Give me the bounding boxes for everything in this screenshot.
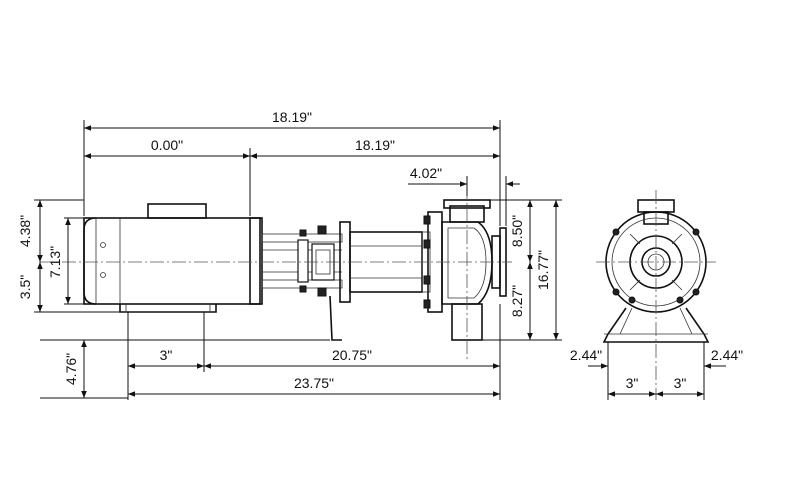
dim-motor-offset: 0.00" <box>151 137 183 153</box>
dim-end-left: 2.44" <box>570 347 602 363</box>
dim-pump-length: 18.19" <box>355 137 395 153</box>
pump-head-side-view <box>339 199 507 341</box>
dim-lower-height: 3.5" <box>17 275 33 299</box>
dim-suction-height: 8.27" <box>509 285 525 317</box>
dim-discharge-height: 8.50" <box>509 215 525 247</box>
coupling-frame-side-view <box>261 225 343 341</box>
dimension-lines <box>34 120 726 400</box>
dim-overall-top: 18.19" <box>272 109 312 125</box>
dim-end-foot-right: 3" <box>674 375 687 391</box>
dim-overall-length: 23.75" <box>294 375 334 391</box>
dim-discharge-offset: 4.02" <box>410 165 442 181</box>
dim-motor-height: 7.13" <box>47 246 63 278</box>
dim-overall-height: 16.77" <box>535 250 551 290</box>
dim-base-drop: 4.76" <box>63 353 79 385</box>
dim-upper-height: 4.38" <box>17 215 33 247</box>
motor-side-view <box>83 203 263 313</box>
dim-end-foot-left: 3" <box>626 375 639 391</box>
dim-foot-span: 20.75" <box>332 347 372 363</box>
dim-foot-spacing-left: 3" <box>160 347 173 363</box>
dim-end-right: 2.44" <box>711 347 743 363</box>
